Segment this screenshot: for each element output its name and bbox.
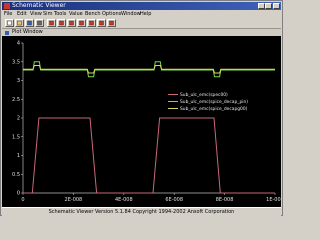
y-tick-label: 2 [17,116,20,122]
x-tick-label: 8E-008 [216,197,234,203]
menu-view[interactable]: View [30,11,42,17]
menu-tools[interactable]: Tools [54,11,67,17]
plot-window-titlebar[interactable]: Plot Window [2,28,281,36]
zoom-out-button[interactable] [67,19,76,27]
plot-window-icon [5,31,9,35]
close-button[interactable] [273,3,280,9]
y-tick-label: 4 [17,41,20,47]
menu-window[interactable]: Window [121,11,141,17]
series-line [23,117,275,194]
x-tick-label: 4E-008 [115,197,133,203]
open-button[interactable] [15,19,24,27]
measure-button[interactable] [107,19,116,27]
zoom-in-button[interactable] [57,19,66,27]
menu-file[interactable]: File [4,11,13,17]
series-line [23,61,275,78]
x-tick-label: 2E-008 [65,197,83,203]
menu-value[interactable]: Value [69,11,83,17]
zoom-out-icon [69,20,74,26]
status-text: Schematic Viewer Version 5.1.84 Copyrigh… [48,209,235,215]
x-tick-label: 6E-008 [165,197,183,203]
save-button[interactable] [25,19,34,27]
legend-label: Sub_ulc_emc(spice_decap_pin) [180,99,248,105]
fit-icon [79,20,84,26]
title-bar[interactable]: Schematic Viewer [2,2,281,10]
save-icon [27,20,32,26]
x-tick-label: 1E-007 [266,197,281,203]
app-icon [4,3,10,9]
y-tick-label: 0 [17,191,20,197]
menu-options[interactable]: Options [102,11,122,17]
cursor-button[interactable] [87,19,96,27]
y-tick-label: 1.5 [12,134,20,140]
waveform-chart[interactable]: 0 0.5 1 1.5 2 2.5 3 3.5 4 0 2E-008 4E-008 6E-008 8E-0… [2,36,284,207]
fit-button[interactable] [77,19,86,27]
status-bar: Schematic Viewer Version 5.1.84 Copyrigh… [2,207,281,216]
new-button[interactable] [5,19,14,27]
probe-icon [49,20,54,26]
menu-bar: File Edit View Sim Tools Value Bench Opt… [2,10,281,18]
window-title: Schematic Viewer [12,2,66,9]
maximize-button[interactable] [265,3,272,9]
menu-sim[interactable]: Sim [43,11,53,17]
y-tick-label: 3 [17,78,20,84]
new-icon [7,20,12,26]
menu-edit[interactable]: Edit [17,11,27,17]
measure-icon [109,20,114,26]
plot-window-title: Plot Window [12,29,43,35]
menu-bench[interactable]: Bench [85,11,101,17]
y-tick-label: 3.5 [12,59,20,65]
y-tick-label: 1 [17,153,20,159]
menu-help[interactable]: Help [140,11,152,17]
text-button[interactable] [97,19,106,27]
toolbar [2,18,281,28]
x-tick-label: 0 [21,197,24,203]
y-tick-label: 2.5 [12,97,20,103]
print-icon [37,20,42,26]
plot-area[interactable]: 0 0.5 1 1.5 2 2.5 3 3.5 4 0 2E-008 4E-008 6E-008 8E-0… [2,36,284,207]
app-window: Schematic Viewer File Edit View Sim Tool… [0,0,284,216]
y-tick-label: 0.5 [12,172,20,178]
open-icon [17,20,22,26]
legend-label: Sub_ulc_emc(spice_decapg00) [180,106,248,112]
probe-button[interactable] [47,19,56,27]
minimize-button[interactable] [258,3,265,9]
legend-label: Sub_ulc_emc(spec00) [180,92,228,98]
zoom-in-icon [59,20,64,26]
cursor-icon [89,20,94,26]
text-icon [99,20,104,26]
print-button[interactable] [35,19,44,27]
series-line [23,65,275,74]
